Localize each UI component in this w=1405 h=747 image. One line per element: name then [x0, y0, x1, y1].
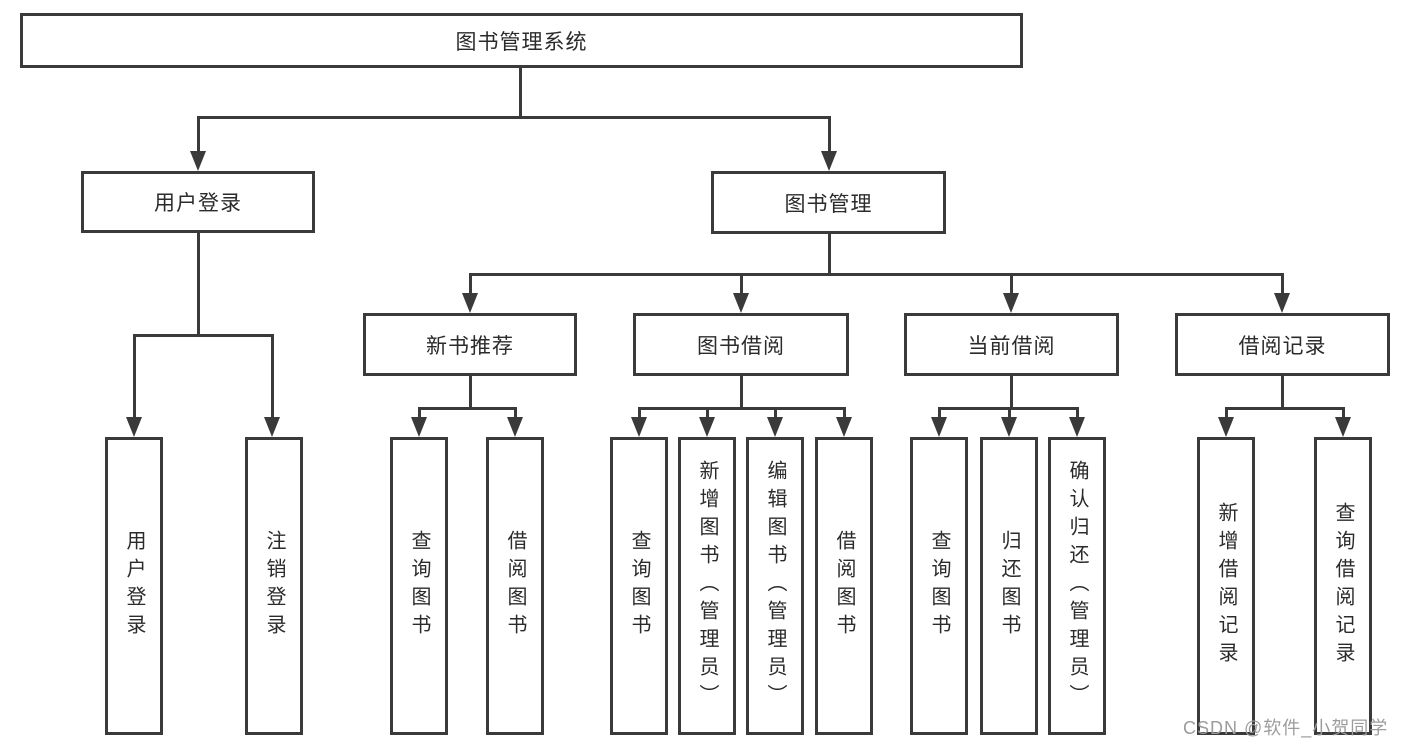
leaf-query-borrow-record-label: 查询借阅记录 — [1332, 502, 1354, 670]
connector-split-borrow — [638, 407, 845, 410]
leaf-logout: 注销登录 — [245, 437, 303, 735]
connector-line — [1010, 273, 1013, 294]
node-current-borrow: 当前借阅 — [904, 313, 1119, 376]
leaf-query-books-recommend: 查询图书 — [390, 437, 448, 735]
leaf-logout-label: 注销登录 — [263, 530, 285, 642]
connector-line — [938, 407, 941, 419]
connector-line — [1225, 407, 1228, 419]
node-user-login-label: 用户登录 — [154, 192, 242, 215]
leaf-borrow-books-recommend: 借阅图书 — [486, 437, 544, 735]
connector-line — [1076, 407, 1079, 419]
leaf-return-books: 归还图书 — [980, 437, 1038, 735]
leaf-borrow-books-label: 借阅图书 — [833, 530, 855, 642]
arrowhead-icon — [1274, 293, 1290, 313]
leaf-add-books-admin-label: 新增图书（管理员） — [696, 460, 718, 712]
connector-line — [1281, 273, 1284, 294]
leaf-borrow-books-recommend-label: 借阅图书 — [504, 530, 526, 642]
arrowhead-icon — [699, 417, 715, 437]
connector-records-stem — [1281, 375, 1284, 409]
arrowhead-icon — [1069, 417, 1085, 437]
connector-line — [740, 273, 743, 294]
arrowhead-icon — [821, 151, 837, 171]
arrowhead-icon — [767, 417, 783, 437]
connector-user-login-stem — [197, 232, 200, 336]
node-book-borrow: 图书借阅 — [633, 313, 849, 376]
connector-line — [638, 407, 641, 419]
leaf-query-books-current-label: 查询图书 — [928, 530, 950, 642]
node-book-management-label: 图书管理 — [784, 192, 873, 216]
connector-line — [706, 407, 709, 419]
node-new-book-recommend: 新书推荐 — [363, 313, 577, 376]
leaf-query-books-current: 查询图书 — [910, 437, 968, 735]
arrowhead-icon — [507, 417, 523, 437]
arrowhead-icon — [126, 417, 142, 437]
node-borrow-records: 借阅记录 — [1175, 313, 1390, 376]
connector-split-level2 — [197, 116, 831, 119]
leaf-query-borrow-record: 查询借阅记录 — [1314, 437, 1372, 735]
leaf-confirm-return-admin: 确认归还（管理员） — [1048, 437, 1106, 735]
leaf-user-login-label: 用户登录 — [123, 530, 145, 642]
node-root-label: 图书管理系统 — [455, 30, 588, 54]
connector-split-records — [1225, 407, 1344, 410]
connector-split-level3 — [469, 273, 1283, 276]
arrowhead-icon — [411, 417, 427, 437]
connector-line — [133, 334, 136, 418]
arrowhead-icon — [1003, 293, 1019, 313]
leaf-query-books-borrow-label: 查询图书 — [628, 530, 650, 642]
connector-line — [828, 116, 831, 152]
arrowhead-icon — [931, 417, 947, 437]
leaf-query-books-borrow: 查询图书 — [610, 437, 668, 735]
connector-line — [418, 407, 421, 419]
leaf-add-borrow-record: 新增借阅记录 — [1197, 437, 1255, 735]
node-book-borrow-label: 图书借阅 — [697, 334, 785, 358]
leaf-return-books-label: 归还图书 — [998, 530, 1020, 642]
connector-borrow-stem — [740, 375, 743, 409]
connector-line — [843, 407, 846, 419]
connector-line — [774, 407, 777, 419]
connector-line — [271, 334, 274, 418]
connector-root-stem — [519, 67, 522, 118]
node-borrow-records-label: 借阅记录 — [1238, 334, 1327, 358]
arrowhead-icon — [631, 417, 647, 437]
leaf-confirm-return-admin-label: 确认归还（管理员） — [1066, 460, 1088, 712]
leaf-query-books-recommend-label: 查询图书 — [408, 530, 430, 642]
connector-line — [197, 116, 200, 152]
connector-line — [469, 273, 472, 294]
node-current-borrow-label: 当前借阅 — [967, 334, 1056, 358]
arrowhead-icon — [264, 417, 280, 437]
connector-recommend-stem — [469, 375, 472, 409]
arrowhead-icon — [1001, 417, 1017, 437]
node-new-book-recommend-label: 新书推荐 — [426, 334, 514, 358]
leaf-edit-books-admin: 编辑图书（管理员） — [746, 437, 804, 735]
arrowhead-icon — [1218, 417, 1234, 437]
leaf-edit-books-admin-label: 编辑图书（管理员） — [764, 460, 786, 712]
node-user-login: 用户登录 — [81, 171, 315, 233]
node-root-system: 图书管理系统 — [20, 13, 1023, 68]
connector-current-stem — [1010, 375, 1013, 409]
arrowhead-icon — [733, 293, 749, 313]
connector-line — [514, 407, 517, 419]
leaf-user-login: 用户登录 — [105, 437, 163, 735]
arrowhead-icon — [1335, 417, 1351, 437]
connector-split-user-login — [133, 334, 273, 337]
leaf-add-borrow-record-label: 新增借阅记录 — [1215, 502, 1237, 670]
arrowhead-icon — [462, 293, 478, 313]
connector-line — [1342, 407, 1345, 419]
node-book-management: 图书管理 — [711, 171, 946, 234]
csdn-watermark: CSDN @软件_小贺同学 — [1183, 718, 1389, 738]
arrowhead-icon — [190, 151, 206, 171]
connector-split-recommend — [418, 407, 516, 410]
connector-line — [1008, 407, 1011, 419]
leaf-add-books-admin: 新增图书（管理员） — [678, 437, 736, 735]
connector-book-mgmt-stem — [828, 233, 831, 275]
arrowhead-icon — [836, 417, 852, 437]
leaf-borrow-books: 借阅图书 — [815, 437, 873, 735]
